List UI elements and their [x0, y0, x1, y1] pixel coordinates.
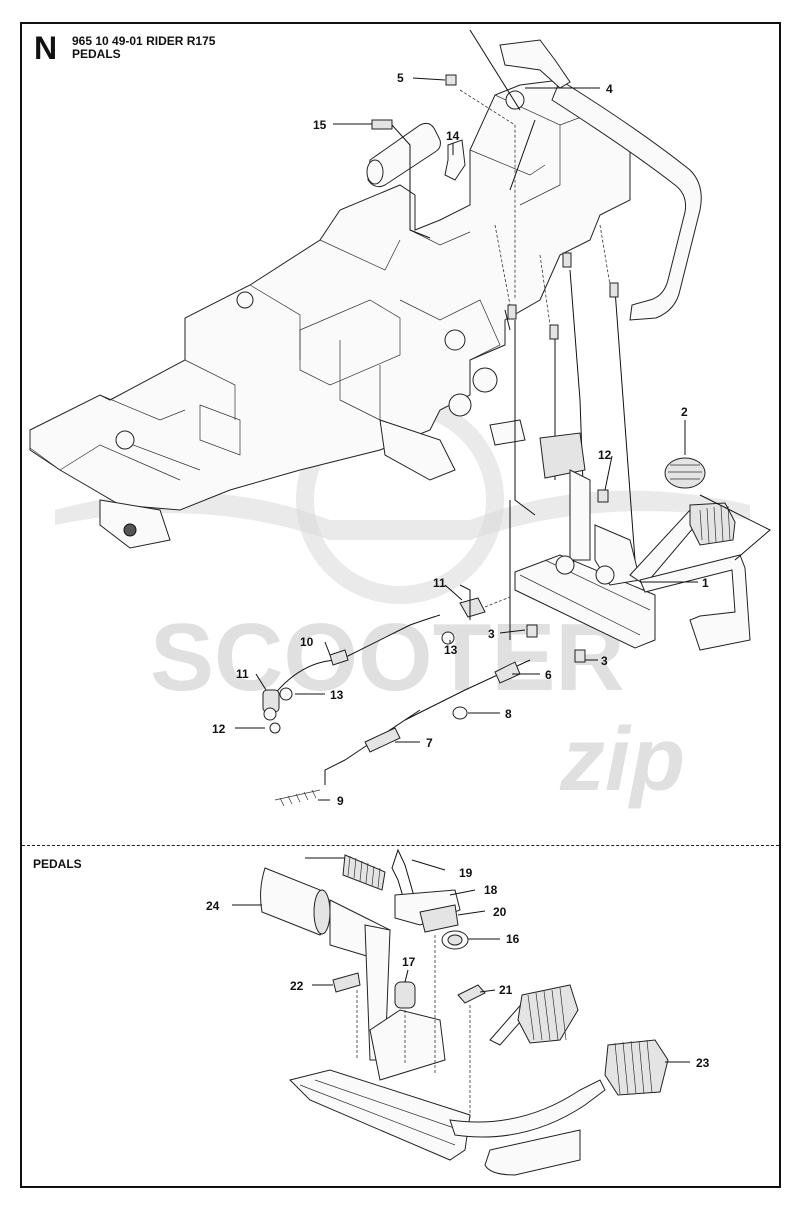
- callout-21: 21: [499, 983, 513, 997]
- callout-10: 10: [300, 635, 314, 649]
- watermark-script: zip: [559, 710, 685, 810]
- section-divider: [22, 845, 779, 846]
- callout-12a: 12: [598, 448, 612, 462]
- callout-20: 20: [493, 905, 507, 919]
- drawing-frame: [20, 22, 781, 1188]
- small-top-parts: [371, 29, 571, 239]
- callout-2: 2: [681, 405, 688, 419]
- cable-and-rod-parts: [262, 489, 609, 807]
- callout-14: 14: [446, 129, 460, 143]
- callout-6: 6: [545, 668, 552, 682]
- callout-9: 9: [337, 794, 344, 808]
- section-letter: N: [34, 30, 58, 66]
- callout-11b: 11: [236, 667, 249, 681]
- callout-5: 5: [397, 71, 404, 85]
- callout-15: 15: [313, 118, 327, 132]
- callout-12b: 12: [212, 722, 226, 736]
- callout-22: 22: [290, 979, 304, 993]
- chassis-frame: [29, 79, 702, 549]
- watermark-text: SCOOTER: [150, 604, 625, 711]
- callout-24: 24: [206, 899, 220, 913]
- section2-title: PEDALS: [33, 857, 82, 871]
- callout-18: 18: [484, 883, 498, 897]
- pedal-assembly: [514, 432, 751, 651]
- callout-11a: 11: [433, 576, 446, 590]
- pedal-pad-2: [664, 457, 706, 489]
- callout-4: 4: [606, 82, 613, 96]
- callout-17: 17: [402, 955, 416, 969]
- diagram-subtitle: PEDALS: [72, 47, 121, 61]
- callout-16: 16: [506, 932, 520, 946]
- callout-3b: 3: [601, 654, 608, 668]
- callout-3a: 3: [488, 627, 495, 641]
- diagram-title: 965 10 49-01 RIDER R175: [72, 34, 216, 48]
- callout-23: 23: [696, 1056, 710, 1070]
- callout-7: 7: [426, 736, 433, 750]
- callout-8: 8: [505, 707, 512, 721]
- callout-1: 1: [702, 576, 709, 590]
- callout-numbers: 4 5 15 14 2 12 1 11 3 3 13 10 6 11 13 8 …: [206, 71, 710, 1070]
- callout-13a: 13: [444, 643, 458, 657]
- callout-13b: 13: [330, 688, 344, 702]
- pedal-detail-parts: [260, 848, 669, 1176]
- callout-19: 19: [459, 866, 473, 880]
- leader-lines: [232, 77, 771, 1063]
